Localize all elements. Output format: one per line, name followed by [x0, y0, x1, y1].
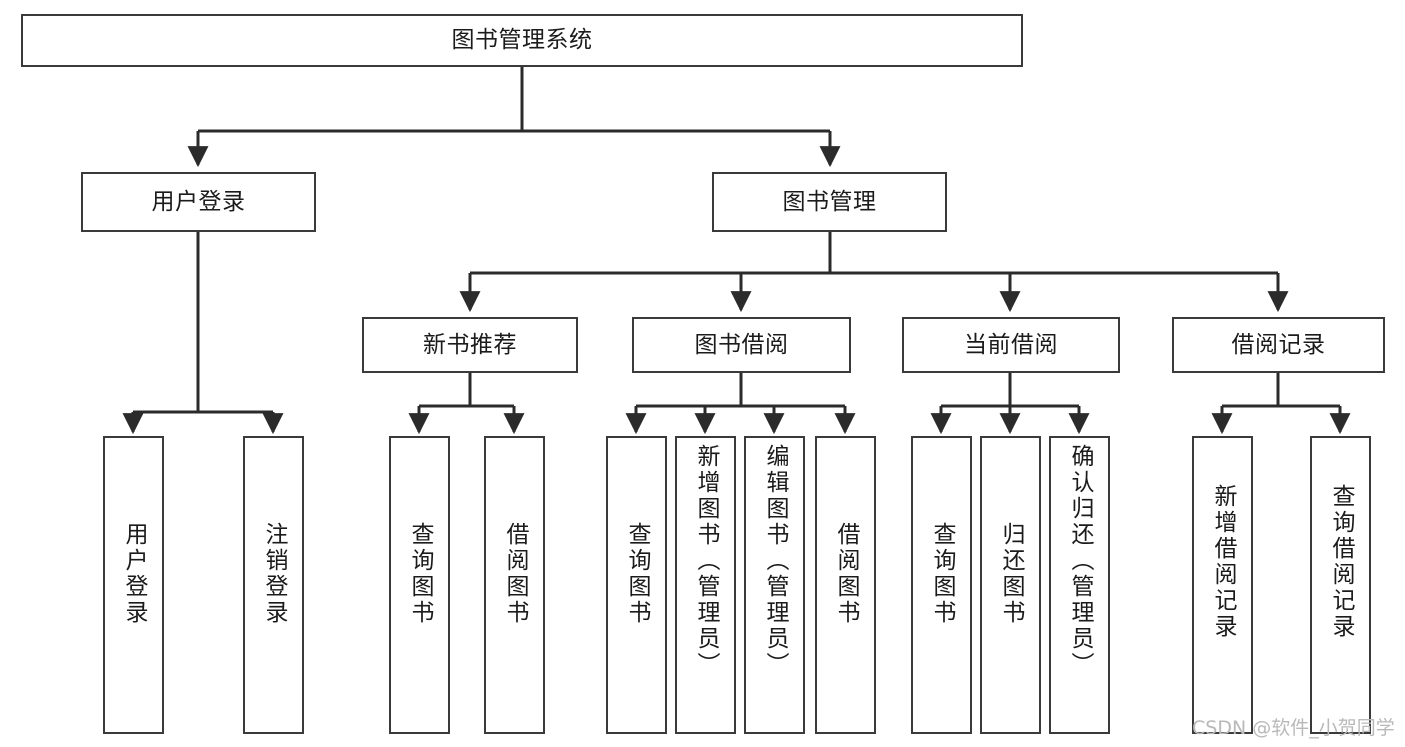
node-label: 查询图书: [929, 522, 955, 626]
leaf-user-login-logout[interactable]: 注销登录: [243, 436, 304, 734]
node-label: 确认归还（管理员）: [1067, 444, 1093, 678]
node-label: 图书管理系统: [451, 27, 593, 54]
node-borrow-record[interactable]: 借阅记录: [1172, 317, 1385, 373]
node-label: 新增借阅记录: [1210, 484, 1236, 640]
leaf-user-login-login[interactable]: 用户登录: [103, 436, 164, 734]
node-label: 当前借阅: [964, 331, 1058, 358]
node-label: 编辑图书（管理员）: [762, 444, 788, 678]
node-book-borrow[interactable]: 图书借阅: [632, 317, 851, 373]
node-label: 新增图书（管理员）: [693, 444, 719, 678]
node-label: 借阅图书: [833, 522, 859, 626]
leaf-borrow-record-add-record[interactable]: 新增借阅记录: [1192, 436, 1253, 734]
node-new-book-recommend[interactable]: 新书推荐: [362, 317, 578, 373]
node-user-login[interactable]: 用户登录: [81, 172, 316, 232]
node-current-borrow[interactable]: 当前借阅: [902, 317, 1120, 373]
node-root-book-management-system[interactable]: 图书管理系统: [21, 14, 1023, 67]
node-label: 新书推荐: [423, 331, 517, 358]
node-label: 归还图书: [998, 522, 1024, 626]
node-label: 借阅记录: [1231, 331, 1326, 358]
leaf-current-borrow-confirm-return-admin[interactable]: 确认归还（管理员）: [1049, 436, 1110, 734]
leaf-borrow-record-query-record[interactable]: 查询借阅记录: [1310, 436, 1371, 734]
node-label: 查询借阅记录: [1328, 484, 1354, 640]
node-label: 用户登录: [151, 188, 246, 215]
watermark-text: CSDN @软件_小贺同学: [1192, 717, 1395, 739]
leaf-book-borrow-borrow-book[interactable]: 借阅图书: [815, 436, 876, 734]
leaf-book-borrow-query-book[interactable]: 查询图书: [606, 436, 667, 734]
node-label: 查询图书: [624, 522, 650, 626]
node-label: 注销登录: [261, 522, 287, 626]
node-label: 图书借阅: [694, 331, 789, 358]
leaf-book-borrow-add-book-admin[interactable]: 新增图书（管理员）: [675, 436, 736, 734]
leaf-book-borrow-edit-book-admin[interactable]: 编辑图书（管理员）: [744, 436, 805, 734]
node-label: 用户登录: [121, 522, 147, 626]
leaf-new-book-query-book[interactable]: 查询图书: [389, 436, 450, 734]
leaf-current-borrow-query-book[interactable]: 查询图书: [911, 436, 972, 734]
node-label: 图书管理: [782, 188, 877, 215]
node-label: 查询图书: [407, 522, 433, 626]
node-book-management[interactable]: 图书管理: [712, 172, 947, 232]
leaf-new-book-borrow-book[interactable]: 借阅图书: [484, 436, 545, 734]
node-label: 借阅图书: [502, 522, 528, 626]
leaf-current-borrow-return-book[interactable]: 归还图书: [980, 436, 1041, 734]
